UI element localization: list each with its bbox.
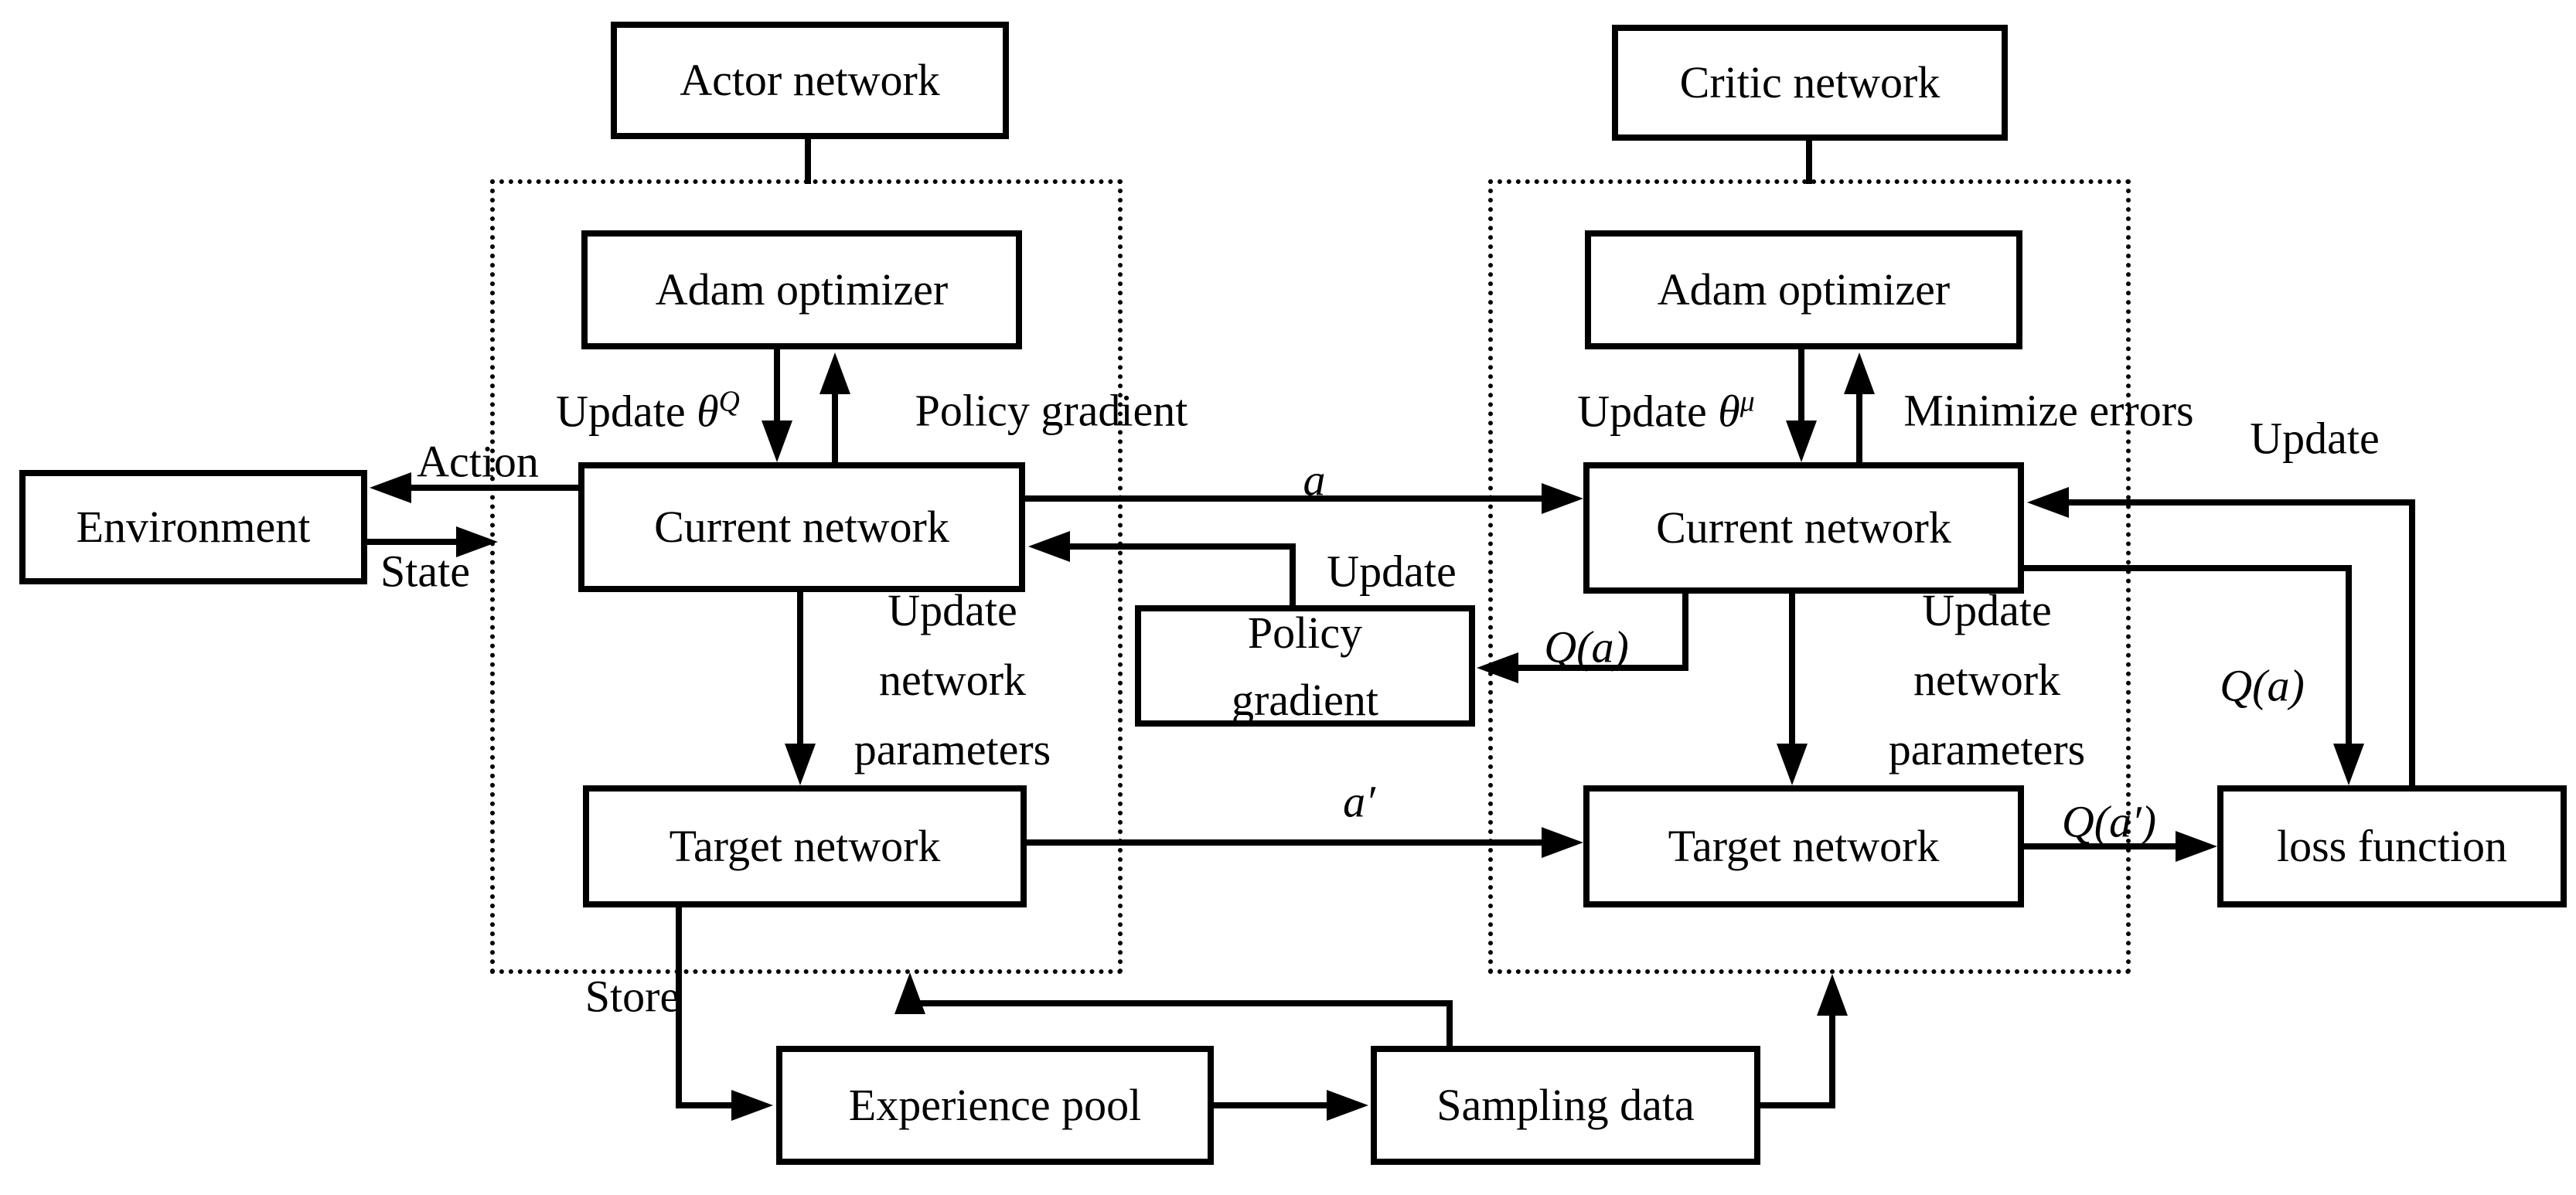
target-network-critic-box: Target network xyxy=(1583,785,2024,907)
adam-to-current-critic-arrowhead-icon xyxy=(1786,420,1817,462)
adam-to-current-actor-arrowhead-icon xyxy=(762,420,792,462)
qa-to-policy-gradient-arrowhead-icon xyxy=(1477,652,1518,683)
current-to-adam-critic-line xyxy=(1856,386,1862,464)
loss-function-box: loss function xyxy=(2217,785,2567,907)
loss-update-hline xyxy=(2067,499,2415,506)
target-network-actor-box: Target network xyxy=(583,785,1027,907)
update-theta-mu-label: Update θμ xyxy=(1577,385,1755,437)
policy-gradient-box: Policy gradient xyxy=(1135,605,1475,727)
current-network-critic-box: Current network xyxy=(1583,462,2024,594)
environment-box: Environment xyxy=(19,470,367,584)
target-network-critic-label: Target network xyxy=(1668,821,1940,872)
a-prime-line xyxy=(1027,839,1546,846)
current-to-adam-critic-arrowhead-icon xyxy=(1844,352,1875,394)
update-network-parameters-critic-label: Update network parameters xyxy=(1888,585,2086,775)
q-a-prime-line xyxy=(2024,843,2180,849)
qa-to-loss-hline xyxy=(2022,565,2352,571)
policy-gradient-label: Policy gradient xyxy=(915,385,1188,436)
adam-optimizer-actor-label: Adam optimizer xyxy=(655,264,949,315)
loss-function-label: loss function xyxy=(2276,821,2508,872)
store-arrowhead-icon xyxy=(731,1090,773,1121)
qa-to-loss-vline xyxy=(2346,565,2352,747)
current-network-actor-label: Current network xyxy=(654,502,949,553)
actor-network-label: Actor network xyxy=(680,55,940,106)
a-prime-label: a′ xyxy=(1343,776,1375,827)
action-arrowhead-icon xyxy=(370,472,411,503)
experience-pool-label: Experience pool xyxy=(848,1080,1142,1131)
update-parameters-actor-line xyxy=(797,592,803,747)
update-mid-label: Update xyxy=(1327,546,1457,597)
store-vline xyxy=(676,907,682,1108)
adam-optimizer-critic-box: Adam optimizer xyxy=(1585,230,2022,349)
update-theta-q-label: Update θQ xyxy=(556,385,740,437)
loss-update-arrowhead-icon xyxy=(2027,487,2069,518)
policy-gradient-box-line2: gradient xyxy=(1231,674,1379,725)
state-line xyxy=(366,539,458,545)
policy-gradient-update-hline xyxy=(1068,543,1296,550)
critic-title-connector-line xyxy=(1806,141,1812,184)
sampling-to-actor-arrowhead-icon xyxy=(894,972,925,1014)
a-prime-arrowhead-icon xyxy=(1542,827,1583,858)
pool-to-sampling-line xyxy=(1214,1102,1331,1108)
environment-label: Environment xyxy=(76,502,311,553)
adam-optimizer-critic-label: Adam optimizer xyxy=(1657,264,1951,315)
q-a-right-label: Q(a) xyxy=(2220,660,2305,711)
current-network-actor-box: Current network xyxy=(578,462,1025,592)
adam-optimizer-actor-box: Adam optimizer xyxy=(581,230,1022,349)
q-a-prime-arrowhead-icon xyxy=(2176,831,2217,862)
a-arrowhead-icon xyxy=(1542,483,1583,514)
action-label: Action xyxy=(417,436,539,487)
minimize-errors-label: Minimize errors xyxy=(1903,385,2194,436)
a-line xyxy=(1025,495,1546,502)
current-to-adam-actor-arrowhead-icon xyxy=(819,352,850,394)
update-parameters-actor-arrowhead-icon xyxy=(785,744,816,785)
actor-title-connector-line xyxy=(805,139,811,184)
store-hline xyxy=(676,1102,738,1108)
current-to-adam-actor-line xyxy=(832,386,838,464)
sampling-data-label: Sampling data xyxy=(1436,1080,1695,1131)
actor-network-box: Actor network xyxy=(611,22,1009,139)
adam-to-current-critic-line xyxy=(1798,349,1804,424)
update-top-right-label: Update xyxy=(2250,413,2380,464)
q-a-prime-label: Q(a′) xyxy=(2061,796,2157,847)
loss-update-vline xyxy=(2409,499,2415,787)
policy-gradient-box-line1: Policy xyxy=(1247,607,1363,658)
experience-pool-box: Experience pool xyxy=(776,1046,1214,1165)
qa-to-policy-gradient-vline xyxy=(1682,592,1688,671)
critic-network-box: Critic network xyxy=(1612,25,2008,141)
sampling-to-critic-arrowhead-icon xyxy=(1817,974,1848,1016)
q-a-mid-label: Q(a) xyxy=(1544,621,1629,672)
update-parameters-critic-line xyxy=(1789,594,1795,747)
sampling-to-critic-vline xyxy=(1829,1014,1835,1105)
sampling-data-box: Sampling data xyxy=(1371,1046,1760,1165)
action-line xyxy=(408,485,580,491)
current-network-critic-label: Current network xyxy=(1656,502,1951,553)
a-label: a xyxy=(1303,455,1326,506)
policy-gradient-update-vline xyxy=(1290,543,1296,605)
update-network-parameters-actor-label: Update network parameters xyxy=(854,585,1051,775)
critic-network-label: Critic network xyxy=(1679,57,1941,108)
qa-to-policy-gradient-hline xyxy=(1517,665,1688,671)
sampling-to-actor-vline xyxy=(1446,1000,1453,1047)
update-parameters-critic-arrowhead-icon xyxy=(1777,744,1808,785)
policy-gradient-update-arrowhead-icon xyxy=(1028,531,1070,562)
qa-to-loss-arrowhead-icon xyxy=(2333,744,2364,785)
adam-to-current-actor-line xyxy=(774,349,780,424)
pool-to-sampling-arrowhead-icon xyxy=(1327,1090,1368,1121)
target-network-actor-label: Target network xyxy=(669,821,941,872)
store-label: Store xyxy=(584,971,680,1022)
sampling-to-actor-hline xyxy=(908,1000,1453,1006)
sampling-to-critic-hline xyxy=(1760,1102,1835,1108)
state-arrowhead-icon xyxy=(456,526,498,557)
policy-gradient-box-label: Policy gradient xyxy=(1232,599,1378,734)
state-label: State xyxy=(380,546,470,597)
